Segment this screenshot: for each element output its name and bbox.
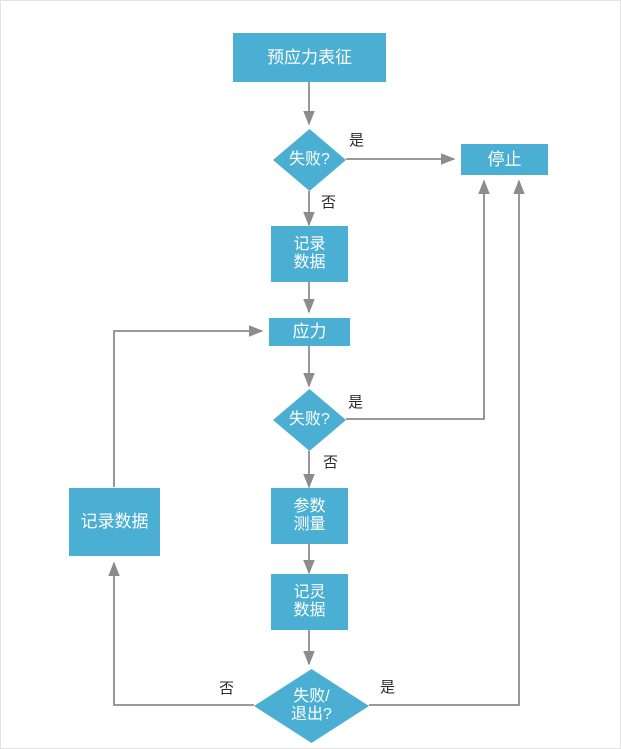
node-stress[interactable]: 应力 [269, 318, 350, 346]
node-failexit[interactable]: 失败/ 退出? [254, 669, 369, 743]
node-fail2[interactable]: 失败? [273, 389, 346, 451]
node-record2[interactable]: 记灵 数据 [271, 574, 348, 630]
node-fail1[interactable]: 失败? [273, 129, 346, 191]
diamond-shape-icon [273, 389, 346, 451]
edge-label-fail1-no: 否 [321, 194, 337, 211]
node-fail1-label: 失败? [289, 150, 330, 168]
node-record1[interactable]: 记录 数据 [271, 226, 348, 282]
diamond-shape-icon [273, 129, 346, 191]
edge-label-fail1-yes: 是 [349, 132, 365, 149]
node-stop[interactable]: 停止 [461, 144, 548, 175]
node-record3[interactable]: 记录数据 [69, 488, 160, 556]
edge-label-fail2-yes: 是 [348, 394, 364, 411]
node-fail2-label: 失败? [289, 410, 330, 428]
edge-label-failexit-no: 否 [219, 680, 235, 697]
edge-record3-to-stress [113, 325, 264, 487]
edge-failexit-no-to-record3 [108, 561, 254, 706]
node-prestress[interactable]: 预应力表征 [233, 33, 386, 82]
diamond-shape-icon [254, 669, 369, 743]
edge-label-failexit-yes: 是 [380, 679, 396, 696]
edge-label-fail2-no: 否 [323, 454, 339, 471]
node-measure[interactable]: 参数 测量 [271, 488, 348, 544]
edge-fail2-yes-to-stop [346, 179, 490, 420]
node-failexit-label: 失败/ 退出? [291, 687, 332, 723]
edge-failexit-yes-to-stop [369, 179, 525, 706]
